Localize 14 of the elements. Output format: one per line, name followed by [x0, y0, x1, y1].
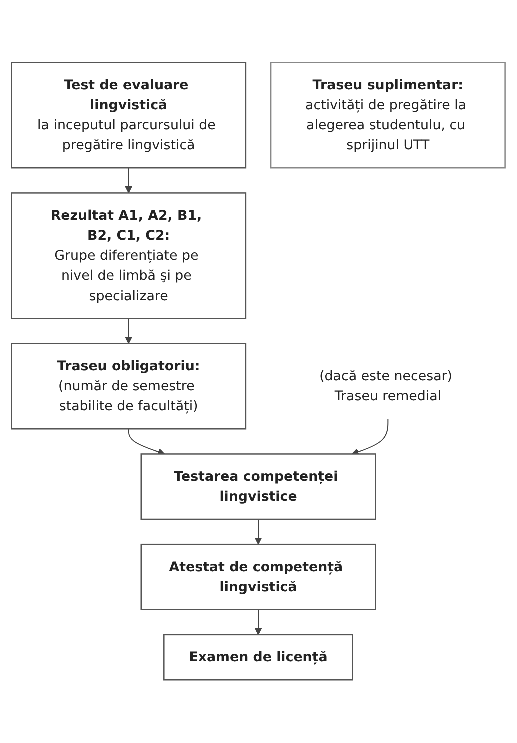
node-text: (dacă este necesar) Traseu remedial: [320, 368, 452, 404]
arrow: [128, 429, 166, 456]
node-box: Rezultat A1, A2, B1, B2, C1, C2: Grupe diferențiate pe nivel de limbă şi pe specializare: [11, 192, 247, 320]
node-box: Test de evaluare lingvistică la inceputul parcursului de pregătire lingvistică: [11, 62, 247, 169]
arrow: [254, 520, 262, 546]
arrow: [254, 610, 262, 636]
node-box: Traseu suplimentar: activități de pregătire la alegerea studentulu, cu sprijinul UTT: [270, 62, 506, 169]
node-box: Examen de licență: [164, 634, 354, 681]
arrow: [125, 168, 132, 194]
arrow: [352, 419, 389, 456]
node-box: Testarea competenței lingvistice: [140, 454, 376, 520]
node-box: Traseu obligatoriu: (număr de semestre stabilite de facultăți): [11, 343, 247, 430]
arrow: [125, 318, 132, 344]
node-box: Atestat de competență lingvistică: [140, 544, 376, 611]
